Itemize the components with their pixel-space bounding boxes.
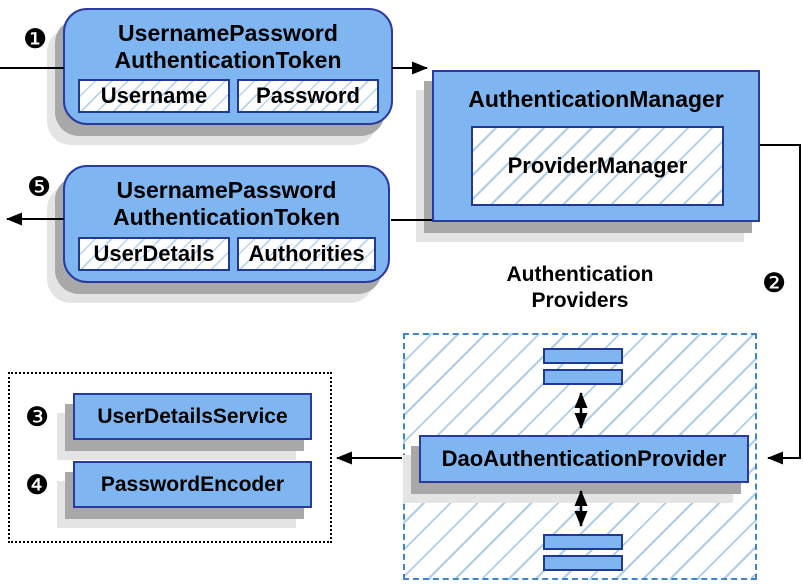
step-2-badge: ❷ [762,268,787,299]
response-token-title-line2: AuthenticationToken [112,204,340,230]
user-details-service-box: UserDetailsService [73,393,312,440]
dao-authentication-provider-box: DaoAuthenticationProvider [419,435,749,483]
step-4-badge: ❹ [25,470,50,501]
response-token-title: UsernamePassword AuthenticationToken [65,177,388,231]
provider-placeholder-bar [543,369,623,385]
username-field: Username [78,79,230,113]
response-token-box: UsernamePassword AuthenticationToken Use… [63,165,390,283]
providers-heading-line1: Authentication [506,263,654,286]
authentication-manager-box: AuthenticationManager ProviderManager [432,70,760,222]
providers-heading: Authentication Providers [425,262,735,314]
authorities-field: Authorities [237,237,376,271]
provider-manager-box: ProviderManager [471,126,724,206]
password-encoder-box: PasswordEncoder [73,461,312,508]
provider-placeholder-bar [543,348,623,364]
response-token-title-line1: UsernamePassword [116,177,337,203]
password-field: Password [237,79,379,113]
request-token-title: UsernamePassword AuthenticationToken [65,20,391,74]
provider-placeholder-bar [543,555,623,571]
request-token-title-line2: AuthenticationToken [114,47,342,73]
step-5-badge: ❺ [27,172,52,203]
userdetails-field: UserDetails [78,237,230,271]
step-1-badge: ❶ [23,24,48,55]
provider-placeholder-bar [543,534,623,550]
request-token-box: UsernamePassword AuthenticationToken Use… [63,8,393,125]
arrow-manager-to-provider [760,144,801,465]
request-token-title-line1: UsernamePassword [118,20,338,46]
providers-heading-line2: Providers [531,289,629,312]
authentication-manager-title: AuthenticationManager [468,86,724,112]
step-3-badge: ❸ [25,402,50,433]
